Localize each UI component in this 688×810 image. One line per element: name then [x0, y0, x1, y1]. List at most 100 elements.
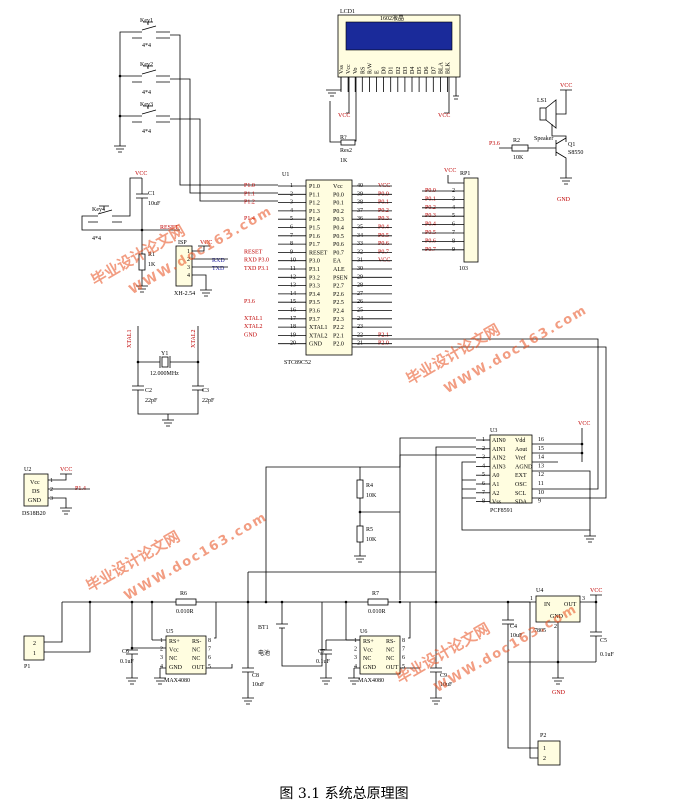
lcd-pin-label: D1 [389, 67, 395, 74]
mcu-left-net: P1.1 [244, 191, 255, 197]
u4-vcc: VCC [590, 588, 602, 594]
key4-size: 4*4 [92, 236, 101, 242]
rk-ref: R? [340, 135, 347, 141]
max-right-pin-num: 8 [402, 638, 405, 644]
max-left-pin-num: 2 [160, 647, 163, 653]
u4-gnd: GND [550, 614, 564, 620]
max-left-pin-name: RS+ [363, 639, 374, 645]
mcu-left-pin-name: P3.7 [309, 317, 320, 323]
voltage-divider: R4 10K R5 10K [354, 467, 400, 563]
mcu-right-pin-name: P0.7 [333, 250, 344, 256]
q1-gnd: GND [557, 197, 571, 203]
mcu-left-pin-name: P1.6 [309, 234, 320, 240]
max-right-pin-name: NC [386, 656, 394, 662]
mcu-left-net: P3.6 [244, 299, 255, 305]
adc-right-pin-num: 16 [538, 437, 544, 443]
mcu-left-pins: P1.01P1.0P1.12P1.1P1.23P1.2P1.34P1.45P1.… [244, 183, 328, 348]
u2-n1: 1 [50, 478, 53, 484]
max-right-pin-num: 6 [402, 655, 405, 661]
c5-value: 0.1uF [600, 652, 615, 658]
mcu-left-net: P1.4 [244, 216, 255, 222]
mcu-right-pin-name: P2.5 [333, 300, 344, 306]
lcd-pin-label: R/W [367, 62, 373, 74]
lcd-pin-label: Vo [353, 67, 359, 74]
lcd-pin-label: D2 [396, 67, 402, 74]
mcu-left-pin-name: GND [309, 342, 323, 348]
u4-n1: 1 [530, 596, 533, 602]
r7-value: 0.010R [368, 609, 386, 615]
u2-vcc: VCC [60, 467, 72, 473]
r5-ref: R5 [366, 527, 373, 533]
mcu-right-pin-name: P0.3 [333, 217, 344, 223]
regulator-u4: U4 IN OUT GND 1 3 2 7805 VCC GND C4 10uF… [502, 588, 615, 759]
key3-label: Key3 [140, 102, 153, 108]
mcu-right-pin-name: P0.6 [333, 242, 344, 248]
mcu-right-pin-name: Vcc [333, 184, 343, 190]
rp1-value: 103 [459, 266, 468, 272]
p1-pin1: 1 [33, 651, 36, 657]
mcu-right-pin-name: P2.0 [333, 342, 344, 348]
mcu-left-pin-name: P3.3 [309, 284, 320, 290]
mcu-right-pin-name: P0.0 [333, 192, 344, 198]
u4-gnd-net: GND [552, 690, 566, 696]
mcu-u1: U1 STC89C52 P1.01P1.0P1.12P1.1P1.23P1.2P… [244, 172, 392, 366]
mcu-left-pin-name: RESET [309, 250, 328, 256]
mcu-right-pin-name: P0.5 [333, 234, 344, 240]
max-left-pin-num: 4 [160, 664, 163, 670]
battery-bt1: BT1 电池 C8 10uF [252, 625, 270, 688]
c7-ref: C7 [318, 649, 325, 655]
mcu-left-net: RESET [244, 249, 263, 255]
mcu-right-pin-name: P2.1 [333, 333, 344, 339]
mcu-right-pin-name: P2.3 [333, 317, 344, 323]
q1-net: P3.6 [489, 141, 500, 147]
mcu-left-pin-name: P3.0 [309, 259, 320, 265]
p1-pin2: 2 [33, 641, 36, 647]
u6-ref: U6 [360, 629, 367, 635]
p2-pin2: 2 [543, 756, 546, 762]
u4-out: OUT [564, 602, 577, 608]
p2-pin1: 1 [543, 746, 546, 752]
key3-size: 4*4 [142, 129, 151, 135]
u5-ref: U5 [166, 629, 173, 635]
max-left-pin-num: 3 [160, 655, 163, 661]
isp-txd: TXD [212, 266, 225, 272]
u4-model: 7805 [534, 628, 546, 634]
lcd-pin-label: BLA [438, 61, 444, 74]
lcd-model: 1602液晶 [380, 14, 404, 22]
key4-label: Key4 [92, 207, 105, 213]
max-left-pin-name: RS+ [169, 639, 180, 645]
speaker-vcc: VCC [560, 83, 572, 89]
lcd-pin-label: Vss [339, 64, 345, 74]
max-right-pin-name: RS- [386, 639, 395, 645]
bt1-label: 电池 [258, 649, 270, 657]
c9-ref: C9 [440, 673, 447, 679]
adc-right-pin-name: Aout [515, 447, 527, 453]
mcu-left-net: TXD P3.1 [244, 266, 269, 272]
isp-pin2: 2 [187, 257, 190, 263]
u2-n2: 2 [50, 487, 53, 493]
adc-right-pin-num: 14 [538, 455, 544, 461]
adc-u3: U3 PCF8591 AIN01AIN12AIN23AIN34A05A16A27… [265, 338, 607, 602]
r6-value: 0.010R [176, 609, 194, 615]
mcu-right-pin-name: P2.6 [333, 292, 344, 298]
mcu-left-pin-name: P3.5 [309, 300, 320, 306]
mcu-right-pin-name: P2.2 [333, 325, 344, 331]
adc-right-pin-name: AGND [515, 464, 533, 470]
max-left-pin-name: GND [363, 665, 377, 671]
mcu-right-pin-name: EA [333, 259, 342, 265]
adc-left-pin-name: Vss [492, 500, 502, 506]
adc-right-pin-name: Vdd [515, 438, 525, 444]
max-right-pin-name: RS- [192, 639, 201, 645]
c8-value: 10uF [252, 682, 265, 688]
r7-ref: R7 [372, 591, 379, 597]
max-right-pin-num: 5 [402, 664, 405, 670]
isp-model: XH-2.54 [174, 291, 195, 297]
y1-ref: Y1 [161, 351, 168, 357]
mcu-right-pin-name: P0.2 [333, 209, 344, 215]
mcu-left-pin-name: P1.7 [309, 242, 320, 248]
